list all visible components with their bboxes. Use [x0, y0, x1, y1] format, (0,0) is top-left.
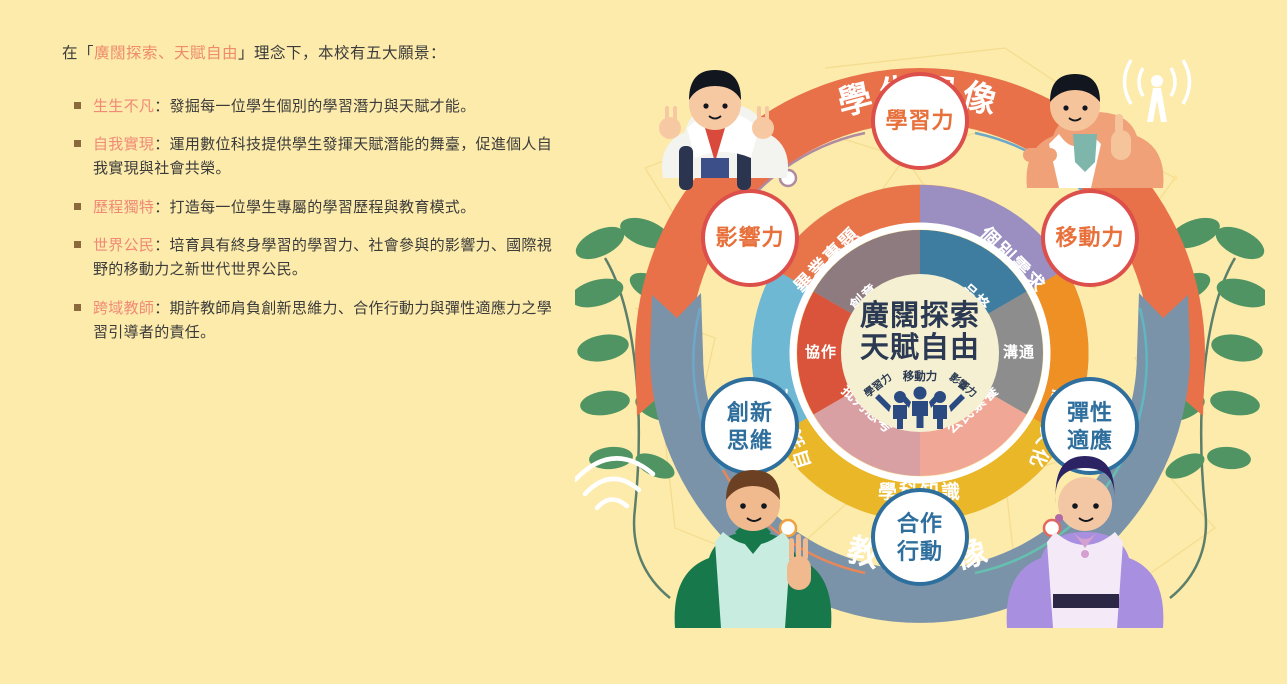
vision-term: 世界公民	[93, 236, 155, 254]
vision-term: 自我實現	[93, 136, 155, 154]
bubble-adaptability-label-2: 適應	[1067, 428, 1113, 453]
inner-wedge-collaboration	[797, 291, 853, 415]
middle-wedge-individual	[920, 184, 1066, 291]
vision-sep: ：	[154, 236, 170, 254]
core-circle	[841, 274, 999, 432]
vision-item-text: 自我實現：運用數位科技提供學生發揮天賦潛能的舞臺，促進個人自我實現與社會共榮。	[93, 133, 562, 182]
vision-wheel-diagram: 學生圖像 教師圖像 畢業專題 個別	[575, 8, 1265, 676]
vision-desc: 期許教師肩負創新思維力、合作行動力與彈性適應力之學習引導者的責任。	[93, 299, 553, 341]
teacher-female-illustration	[1006, 456, 1164, 628]
wifi-icon	[575, 456, 656, 511]
student-boy-illustration	[1023, 74, 1164, 188]
bubble-cooperation-label-1: 合作	[897, 511, 943, 536]
inner-wedge-character	[920, 230, 1027, 314]
three-people-icon	[875, 386, 965, 429]
intro-prefix: 在「	[62, 45, 95, 62]
inner-wedge-critical	[813, 392, 920, 476]
inner-wedge-communication	[987, 291, 1043, 415]
list-item: 跨域教師：期許教師肩負創新思維力、合作行動力與彈性適應力之學習引導者的責任。	[62, 297, 562, 346]
middle-wedge-subject-a	[774, 416, 920, 522]
teacher-male-illustration	[674, 470, 832, 628]
core-line-2: 天賦自由	[860, 331, 980, 364]
vision-desc: 培育具有終身學習的學習力、社會參與的影響力、國際視野的移動力之新世代世界公民。	[93, 236, 553, 279]
vision-item-text: 歷程獨特：打造每一位學生專屬的學習歷程與教育模式。	[93, 196, 476, 220]
student-girl-illustration	[659, 70, 789, 190]
vision-item-text: 世界公民：培育具有終身學習的學習力、社會參與的影響力、國際視野的移動力之新世代世…	[93, 234, 562, 283]
vision-desc: 發掘每一位學生個別的學習潛力與天賦才能。	[169, 97, 476, 115]
signal-tower-icon	[1122, 59, 1192, 105]
core-mini-label-mobility: 移動力	[903, 369, 938, 383]
bullet-square-icon	[74, 101, 81, 109]
bubble-innovation-label-1: 創新	[727, 400, 773, 425]
bubble-learning-label: 學習力	[885, 108, 954, 133]
inner-wedge-creativity-main	[813, 230, 920, 314]
bubble-adaptability[interactable]: 彈性 適應	[1041, 377, 1139, 475]
bubble-adaptability-label-1: 彈性	[1067, 400, 1113, 425]
vision-item-text: 跨域教師：期許教師肩負創新思維力、合作行動力與彈性適應力之學習引導者的責任。	[93, 297, 562, 346]
svg-text:溝通: 溝通	[1003, 343, 1035, 361]
bullet-square-icon	[74, 140, 81, 148]
vision-sep: ：	[154, 97, 170, 115]
bubble-innovation-label-2: 思維	[727, 428, 773, 453]
vision-sep: ：	[154, 299, 170, 317]
bubble-mobility-label: 移動力	[1055, 225, 1124, 250]
vision-text-panel: 在「廣闊探索、天賦自由」理念下，本校有五大願景： 生生不凡：發掘每一位學生個別的…	[62, 42, 562, 359]
intro-suffix: 」理念下，本校有五大願景：	[238, 45, 447, 62]
bubble-cooperation[interactable]: 合作 行動	[871, 488, 969, 586]
laurel-leaves-right	[1157, 217, 1265, 599]
middle-wedge-graduation	[774, 184, 920, 291]
bubble-innovation[interactable]: 創新 思維	[701, 377, 799, 475]
middle-wedge-subject-b	[920, 416, 1066, 522]
bubble-learning[interactable]: 學習力	[871, 72, 969, 170]
vision-sep: ：	[154, 136, 170, 154]
vision-desc: 打造每一位學生專屬的學習歷程與教育模式。	[169, 198, 476, 216]
vision-term: 跨域教師	[93, 299, 155, 317]
list-item: 歷程獨特：打造每一位學生專屬的學習歷程與教育模式。	[62, 196, 562, 220]
bullet-square-icon	[74, 303, 81, 311]
vision-item-text: 生生不凡：發掘每一位學生個別的學習潛力與天賦才能。	[93, 95, 476, 119]
bubble-mobility[interactable]: 移動力	[1041, 189, 1139, 287]
vision-desc: 運用數位科技提供學生發揮天賦潛能的舞臺，促進個人自我實現與社會共榮。	[93, 136, 553, 178]
intro-highlight: 廣闊探索、天賦自由	[94, 45, 239, 62]
bubble-influence[interactable]: 影響力	[701, 189, 799, 287]
intro-line: 在「廣闊探索、天賦自由」理念下，本校有五大願景：	[62, 42, 562, 67]
vision-sep: ：	[154, 198, 170, 216]
bullet-square-icon	[74, 202, 81, 210]
bullet-square-icon	[74, 240, 81, 248]
list-item: 自我實現：運用數位科技提供學生發揮天賦潛能的舞臺，促進個人自我實現與社會共榮。	[62, 133, 562, 182]
list-item: 生生不凡：發掘每一位學生個別的學習潛力與天賦才能。	[62, 95, 562, 119]
signal-tower-mast	[1147, 75, 1167, 122]
svg-text:協作: 協作	[805, 343, 837, 361]
vision-term: 歷程獨特	[93, 198, 155, 216]
bubble-influence-label: 影響力	[715, 225, 784, 250]
core-line-1: 廣闊探索	[860, 299, 980, 332]
list-item: 世界公民：培育具有終身學習的學習力、社會參與的影響力、國際視野的移動力之新世代世…	[62, 234, 562, 283]
vision-term: 生生不凡	[93, 97, 155, 115]
inner-wedge-citizenship	[920, 392, 1027, 476]
bubble-cooperation-label-2: 行動	[896, 539, 943, 564]
